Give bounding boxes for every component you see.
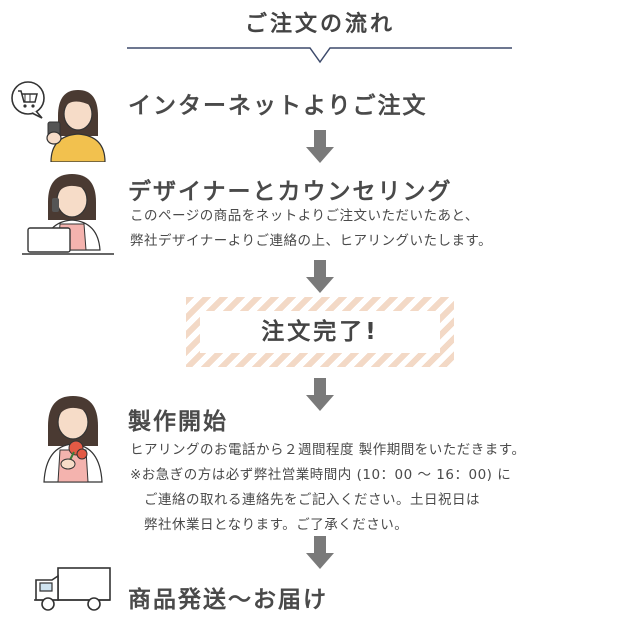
down-arrow-icon: [306, 378, 334, 411]
down-arrow-icon: [306, 536, 334, 569]
step-counseling-description: このページの商品をネットよりご注文いただいたあと、 弊社デザイナーよりご連絡の上…: [130, 204, 492, 254]
description-line: このページの商品をネットよりご注文いただいたあと、: [130, 208, 479, 224]
cart-speech-icon: [11, 81, 45, 119]
description-line: ※お急ぎの方は必ず弊社営業時間内 (10：00 〜 16：00) に: [130, 467, 512, 483]
woman-laptop-icon: [22, 174, 114, 255]
down-arrow-icon: [306, 260, 334, 293]
woman-phone-icon: [11, 81, 106, 162]
description-line: 弊社休業日となります。ご了承ください。: [130, 517, 409, 533]
step-delivery-title: 商品発送〜お届け: [128, 587, 328, 613]
description-line: ご連絡の取れる連絡先をご記入ください。土日祝日は: [130, 492, 480, 508]
title-underline: [127, 47, 512, 64]
page-title: ご注文の流れ: [244, 12, 395, 37]
description-line: 弊社デザイナーよりご連絡の上、ヒアリングいたします。: [130, 233, 493, 249]
step-production-title: 製作開始: [128, 409, 228, 435]
step-order-title: インターネットよりご注文: [128, 93, 428, 119]
step-complete-title: 注文完了!: [261, 319, 379, 345]
order-complete-inner: [200, 311, 440, 353]
truck-icon: [34, 567, 111, 611]
description-line: ヒアリングのお電話から２週間程度 製作期間をいただきます。: [130, 442, 526, 458]
order-complete-box: 注文完了!: [186, 297, 454, 367]
step-counseling-title: デザイナーとカウンセリング: [128, 179, 453, 205]
woman-flower-icon: [43, 396, 103, 483]
step-production-description: ヒアリングのお電話から２週間程度 製作期間をいただきます。 ※お急ぎの方は必ず弊…: [130, 438, 525, 538]
down-arrow-icon: [306, 130, 334, 163]
